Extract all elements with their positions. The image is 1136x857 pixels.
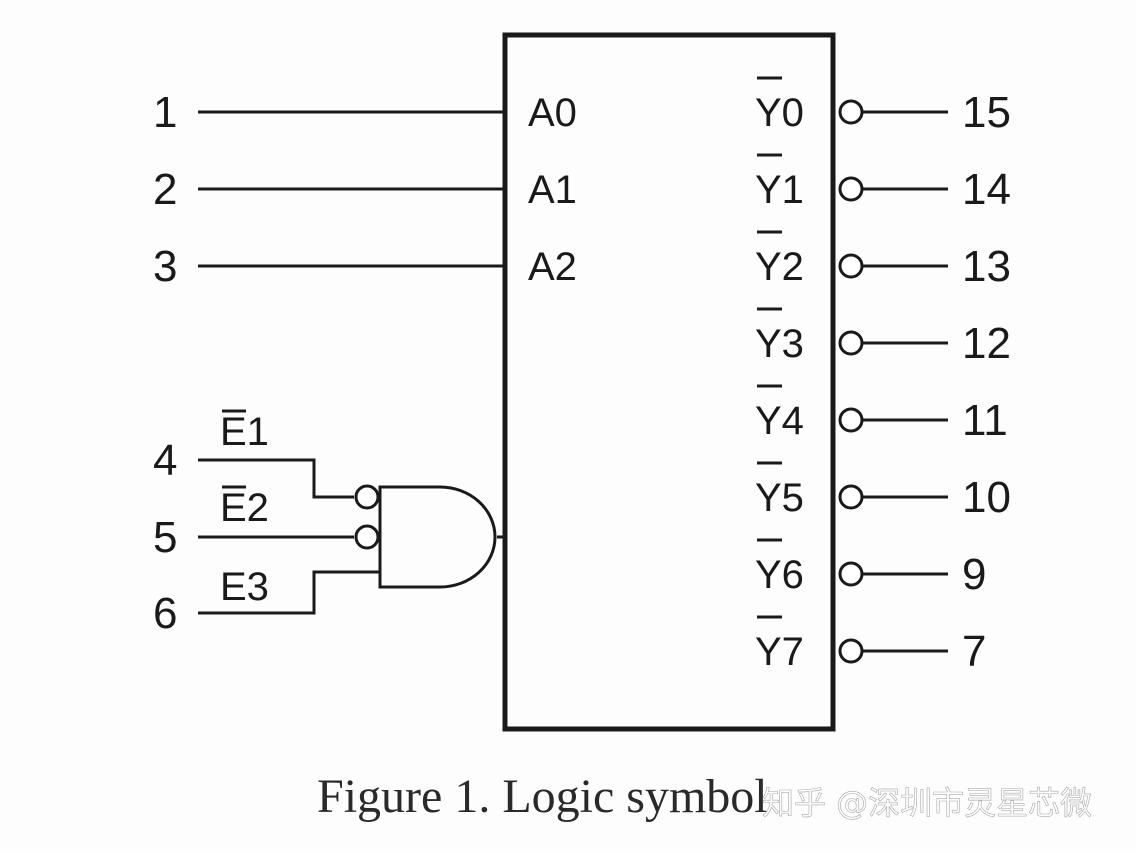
pin-number: 1 bbox=[153, 88, 177, 137]
signal-label: Y3 bbox=[755, 322, 804, 366]
signal-label: A2 bbox=[528, 245, 577, 289]
watermark-text: 知乎 @深圳市灵星芯微 bbox=[762, 784, 1092, 822]
address-input-a1: 2 A1 bbox=[153, 165, 577, 214]
enable-input-e3: 6 E3 bbox=[153, 565, 380, 638]
figure-caption: Figure 1. Logic symbol bbox=[317, 770, 768, 823]
inversion-bubble bbox=[838, 561, 864, 587]
address-input-a2: 3 A2 bbox=[153, 242, 577, 291]
pin-number: 2 bbox=[153, 165, 177, 214]
signal-label: E1 bbox=[220, 410, 269, 454]
inversion-bubble bbox=[354, 524, 380, 550]
inversion-bubble bbox=[838, 253, 864, 279]
enable-inputs: 4 E1 5 E2 6 E3 bbox=[153, 409, 505, 638]
signal-label: A0 bbox=[528, 91, 577, 135]
and-gate bbox=[378, 485, 505, 589]
ic-body bbox=[502, 32, 836, 732]
inversion-bubble bbox=[838, 99, 864, 125]
signal-label: Y1 bbox=[755, 168, 804, 212]
output-y7: Y7 7 bbox=[755, 615, 986, 676]
inversion-bubble bbox=[838, 407, 864, 433]
pin-number: 5 bbox=[153, 513, 177, 562]
and-gate-body bbox=[378, 485, 497, 589]
pin-number: 9 bbox=[962, 550, 986, 599]
enable-wire bbox=[198, 570, 380, 615]
pin-number: 3 bbox=[153, 242, 177, 291]
output-y2: Y2 13 bbox=[755, 230, 1011, 291]
pin-number: 6 bbox=[153, 589, 177, 638]
enable-wire bbox=[198, 458, 354, 499]
inversion-bubble bbox=[838, 330, 864, 356]
signal-label: Y2 bbox=[755, 245, 804, 289]
enable-input-e1: 4 E1 bbox=[153, 409, 380, 510]
address-inputs: 1 A0 2 A1 3 A2 bbox=[153, 88, 577, 291]
output-y1: Y1 14 bbox=[755, 153, 1011, 214]
pin-number: 4 bbox=[153, 436, 177, 485]
signal-label: E2 bbox=[220, 486, 269, 530]
signal-label: Y0 bbox=[755, 91, 804, 135]
pin-number: 15 bbox=[962, 88, 1011, 137]
pin-number: 14 bbox=[962, 165, 1011, 214]
pin-number: 11 bbox=[962, 396, 1008, 445]
output-y4: Y4 11 bbox=[755, 384, 1008, 445]
output-y0: Y0 15 bbox=[755, 76, 1011, 137]
signal-label: E3 bbox=[220, 565, 269, 609]
signal-label: Y6 bbox=[755, 553, 804, 597]
output-y3: Y3 12 bbox=[755, 307, 1011, 368]
output-y5: Y5 10 bbox=[755, 461, 1011, 522]
inversion-bubble bbox=[838, 484, 864, 510]
inversion-bubble bbox=[838, 638, 864, 664]
inversion-bubble bbox=[354, 484, 380, 510]
pin-number: 12 bbox=[962, 319, 1011, 368]
pin-number: 10 bbox=[962, 473, 1011, 522]
pin-number: 13 bbox=[962, 242, 1011, 291]
pin-number: 7 bbox=[962, 627, 986, 676]
inversion-bubble bbox=[838, 176, 864, 202]
signal-label: Y7 bbox=[755, 630, 804, 674]
signal-label: Y5 bbox=[755, 476, 804, 520]
enable-input-e2: 5 E2 bbox=[153, 485, 380, 562]
signal-label: Y4 bbox=[755, 399, 804, 443]
address-input-a0: 1 A0 bbox=[153, 88, 577, 137]
signal-label: A1 bbox=[528, 168, 577, 212]
output-y6: Y6 9 bbox=[755, 538, 986, 599]
